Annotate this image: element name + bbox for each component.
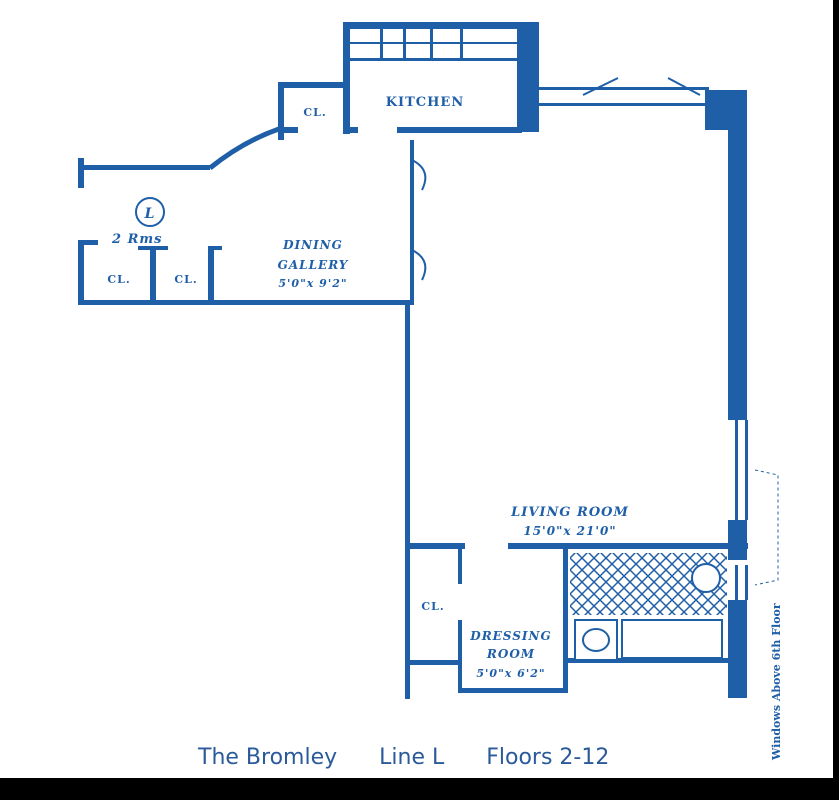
unit-size: 2 Rms [111,232,162,247]
leader-line [754,469,779,586]
walls [78,22,748,699]
curved-wall [208,125,283,170]
unit-badge-circle [135,197,165,227]
living-room-dims: 15'0"x 21'0" [523,524,616,538]
floors-range: Floors 2-12 [486,745,610,770]
living-room-label: LIVING ROOM [510,505,629,520]
left-closet-2-label: CL. [174,273,197,286]
window-swing [582,77,701,96]
dressing-closet-label: CL. [421,600,444,613]
floor-plan-canvas: L 2 Rms KITCHEN CL. CL. CL. DINING GALLE… [0,0,833,778]
floor-plan-drawing: L 2 Rms KITCHEN CL. CL. CL. DINING GALLE… [78,22,779,699]
door-swing [411,159,427,281]
dressing-label-1: DRESSING [469,629,551,643]
dressing-dims: 5'0"x 6'2" [476,667,545,680]
unit-badge: L [144,206,156,222]
dressing-label-2: ROOM [486,647,535,661]
kitchen-label: KITCHEN [386,95,464,110]
sink-icon [691,563,721,593]
dining-label-2: GALLERY [278,258,349,272]
building-name: The Bromley [198,745,338,770]
dining-dims: 5'0"x 9'2" [278,277,347,290]
bathtub-icon [621,619,723,659]
windows-note: Windows Above 6th Floor [770,603,783,760]
toilet-icon [574,619,618,661]
dining-label-1: DINING [282,238,343,252]
plan-caption: The Bromley Line L Floors 2-12 [198,745,609,770]
left-closet-1-label: CL. [107,273,130,286]
line-name: Line L [379,745,445,770]
kitchen-closet-label: CL. [303,106,326,119]
